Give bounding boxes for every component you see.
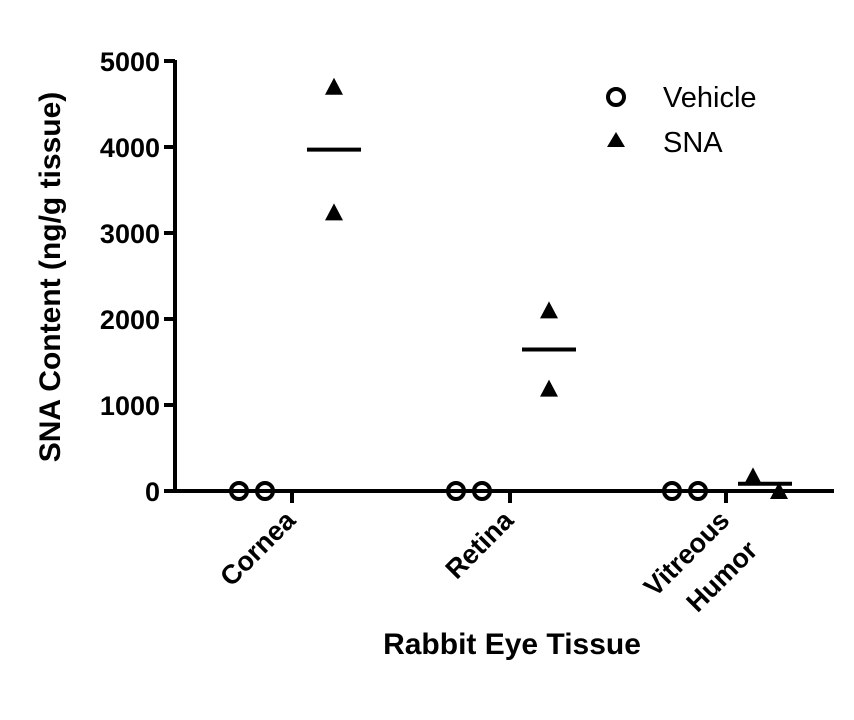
y-tick-label: 0	[145, 477, 160, 507]
x-axis-title: Rabbit Eye Tissue	[383, 628, 641, 661]
vehicle-point	[229, 481, 249, 501]
x-axis	[173, 489, 834, 503]
legend-vehicle-icon	[606, 87, 626, 107]
vehicle-point	[688, 481, 708, 501]
y-tick-label: 2000	[100, 305, 160, 335]
sna-point	[540, 301, 558, 319]
y-axis-title: SNA Content (ng/g tissue)	[34, 92, 67, 463]
category-label: Retina	[440, 504, 520, 584]
category-label: Cornea	[214, 504, 302, 592]
y-tick-label: 3000	[100, 219, 160, 249]
vehicle-point	[662, 481, 682, 501]
data-points	[229, 77, 792, 501]
vehicle-point	[255, 481, 275, 501]
sna-point	[325, 77, 343, 95]
y-tick-label: 4000	[100, 133, 160, 163]
y-tick-label: 1000	[100, 391, 160, 421]
sna-point	[744, 467, 762, 485]
legend-sna-label: SNA	[663, 127, 723, 159]
legend-sna-icon	[607, 132, 625, 147]
sna-point	[325, 203, 343, 221]
legend: Vehicle SNA	[606, 82, 757, 159]
vehicle-point	[472, 481, 492, 501]
y-axis: 0 1000 2000 3000 4000 5000	[100, 47, 177, 507]
vehicle-point	[446, 481, 466, 501]
legend-vehicle-label: Vehicle	[663, 82, 757, 114]
sna-point	[540, 379, 558, 397]
sna-point	[770, 482, 788, 499]
y-tick-label: 5000	[100, 47, 160, 77]
